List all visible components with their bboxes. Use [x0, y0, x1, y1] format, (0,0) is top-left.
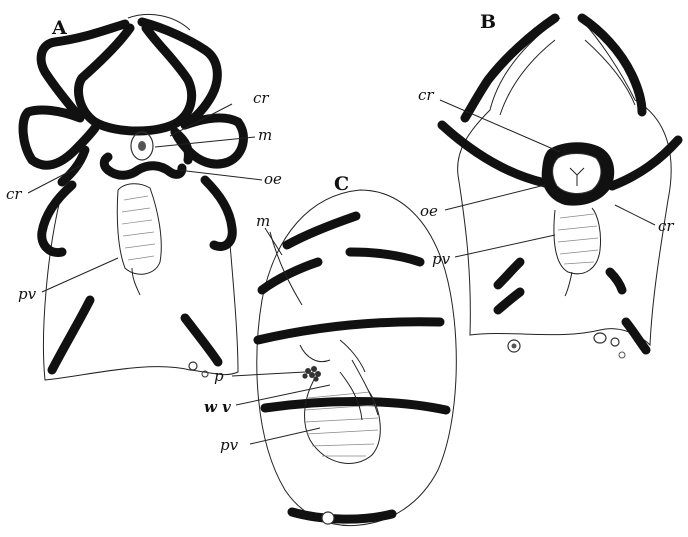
panel-b-drawing [440, 18, 678, 358]
panel-label-a: A [51, 17, 67, 39]
label-c-m: m [256, 212, 270, 230]
label-c-pv: pv [220, 436, 239, 454]
panel-label-c: C [334, 173, 349, 195]
label-b-cr-right: cr [658, 217, 674, 235]
panel-label-b: B [480, 11, 496, 33]
panel-a-drawing [23, 14, 262, 380]
label-a-oe: oe [264, 170, 282, 188]
label-a-cr-top: cr [253, 89, 269, 107]
panel-c-drawing [232, 190, 456, 526]
label-b-pv: pv [432, 250, 451, 268]
label-a-m: m [258, 126, 272, 144]
label-c-p: p [214, 367, 224, 385]
label-b-cr-left: cr [418, 86, 434, 104]
label-a-pv: pv [18, 285, 37, 303]
label-a-cr-left: cr [6, 185, 22, 203]
label-b-oe: oe [420, 202, 438, 220]
label-c-wv: w v [204, 398, 231, 416]
